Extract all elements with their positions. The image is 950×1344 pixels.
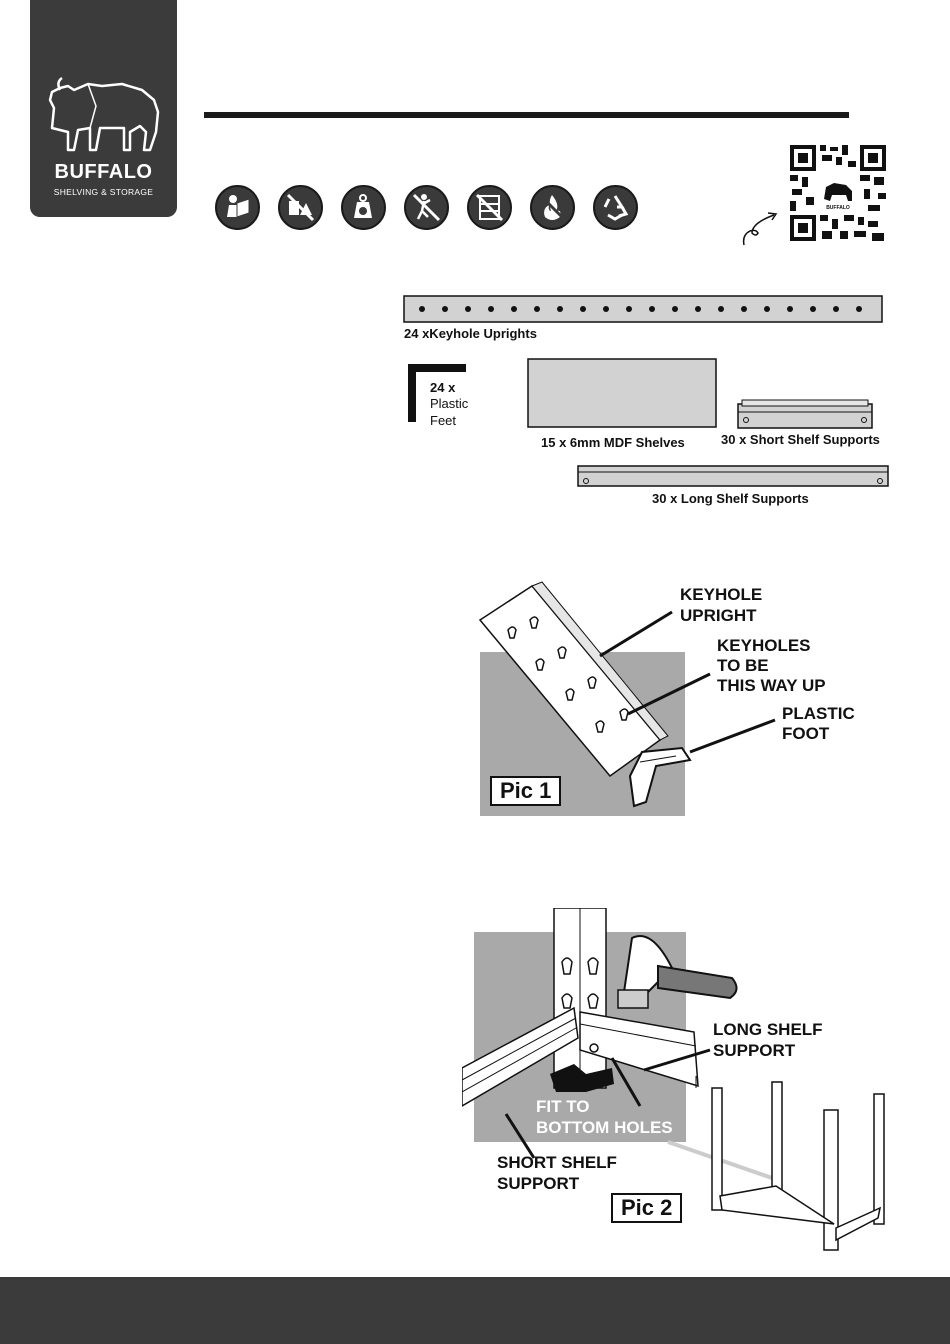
no-weight-shift-icon (278, 185, 323, 230)
qr-logo-text: BUFFALO (826, 205, 850, 211)
feet-label-line1: 24 x (430, 380, 455, 396)
pic2-label: Pic 2 (611, 1193, 682, 1223)
shelves-label: 15 x 6mm MDF Shelves (541, 435, 685, 450)
pic1-keyholes-line2: TO BE (717, 656, 769, 676)
max-load-icon (341, 185, 386, 230)
no-overload-shelf-icon (467, 185, 512, 230)
qr-code[interactable]: BUFFALO (788, 143, 888, 243)
pic1-keyhole-upright-line2: UPRIGHT (680, 606, 757, 626)
mdf-shelf-part (528, 359, 716, 427)
title-rule (204, 112, 849, 118)
long-shelf-support-part (578, 466, 888, 486)
pic1-keyholes-line3: THIS WAY UP (717, 676, 826, 696)
feet-label-line3: Feet (430, 413, 456, 429)
buffalo-icon (30, 0, 177, 160)
pic2-long-line1: LONG SHELF (713, 1020, 823, 1040)
pic1-foot-line1: PLASTIC (782, 704, 855, 724)
no-climbing-icon (404, 185, 449, 230)
footer-bar (0, 1277, 950, 1344)
pic2-short-line1: SHORT SHELF (497, 1153, 617, 1173)
pic1-label: Pic 1 (490, 776, 561, 806)
no-fire-icon (530, 185, 575, 230)
pic2-long-line2: SUPPORT (713, 1041, 795, 1061)
uprights-label: 24 xKeyhole Uprights (404, 326, 537, 341)
read-manual-icon (215, 185, 260, 230)
short-shelf-support-part (738, 400, 872, 428)
brand-logo: BUFFALO SHELVING & STORAGE (30, 0, 177, 217)
pic2-fit-line2: BOTTOM HOLES (536, 1118, 673, 1138)
brand-name: BUFFALO (30, 161, 177, 184)
pic1-keyhole-upright-line1: KEYHOLE (680, 585, 762, 605)
curved-arrow-icon (738, 207, 782, 249)
brand-tagline: SHELVING & STORAGE (30, 187, 177, 197)
feet-label-line2: Plastic (430, 396, 468, 412)
long-supports-label: 30 x Long Shelf Supports (652, 491, 809, 506)
short-supports-label: 30 x Short Shelf Supports (721, 432, 880, 447)
pic2-short-line2: SUPPORT (497, 1174, 579, 1194)
pic1-foot-line2: FOOT (782, 724, 829, 744)
keyhole-upright-part (404, 296, 882, 322)
pic1-keyholes-line1: KEYHOLES (717, 636, 811, 656)
recycle-icon (593, 185, 638, 230)
pic2-fit-line1: FIT TO (536, 1097, 590, 1117)
